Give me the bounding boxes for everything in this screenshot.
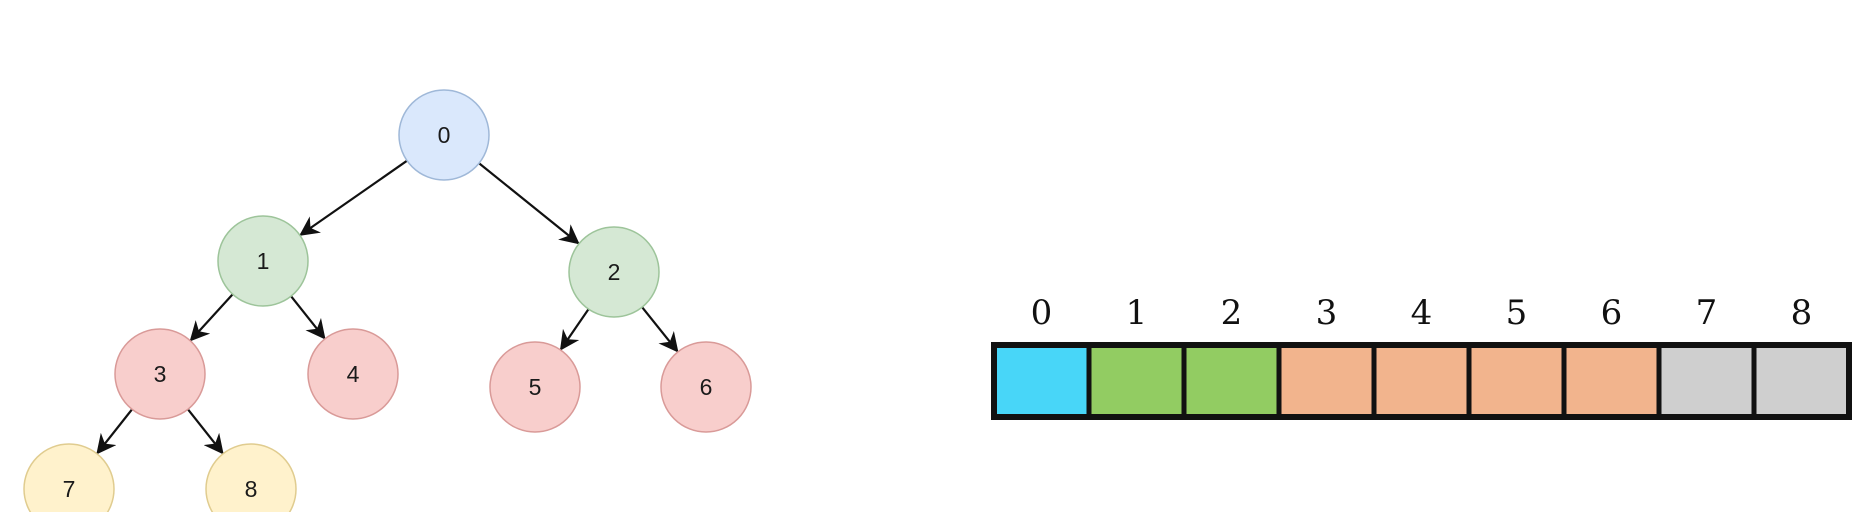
array-cell-0 [991,342,1092,420]
edge-2-5 [559,308,590,351]
tree-node-label: 4 [347,361,360,387]
array-index-label: 3 [1316,293,1338,333]
array-cell-6 [1561,342,1662,420]
array-cell-5 [1466,342,1567,420]
array-cell-2 [1181,342,1282,420]
array-index-label: 0 [1031,293,1053,333]
edge-2-6 [641,306,679,353]
tree-node-circle [568,226,660,318]
edge-0-1 [299,159,408,236]
array-cell-3 [1276,342,1377,420]
edge-3-7 [96,408,133,455]
edge-0-2 [478,162,580,245]
edge-3-8 [187,408,224,455]
tree-node-1: 1 [217,215,309,307]
tree-node-circle [307,328,399,420]
array-index-label: 6 [1601,293,1623,333]
tree-node-label: 7 [63,476,76,502]
tree-node-4: 4 [307,328,399,420]
tree-node-circle [217,215,309,307]
tree-node-label: 2 [608,259,621,285]
array-index-label: 7 [1696,293,1718,333]
tree-node-circle [398,89,490,181]
tree-node-8: 8 [205,443,297,512]
tree-node-0: 0 [398,89,490,181]
tree-node-circle [489,341,581,433]
array-index-label: 4 [1411,293,1433,333]
array-cell-1 [1086,342,1187,420]
tree-node-label: 3 [154,361,167,387]
tree-node-label: 6 [700,374,713,400]
tree-node-label: 1 [257,248,270,274]
array-cell-8 [1751,342,1852,420]
array-cell-7 [1656,342,1757,420]
tree-node-3: 3 [114,328,206,420]
edge-1-3 [189,293,234,342]
tree-edges [96,159,679,455]
tree-node-label: 5 [529,374,542,400]
binary-tree: 0 1 2 3 4 5 6 7 8 [23,89,752,512]
edge-1-4 [290,295,326,340]
tree-node-5: 5 [489,341,581,433]
tree-node-label: 0 [438,122,451,148]
heap-array: 0 1 2 3 4 5 6 7 8 [991,293,1852,420]
array-cell-4 [1371,342,1472,420]
tree-node-circle [660,341,752,433]
tree-node-circle [205,443,297,512]
array-index-label: 5 [1506,293,1528,333]
tree-node-circle [114,328,206,420]
tree-node-6: 6 [660,341,752,433]
array-index-label: 1 [1126,293,1148,333]
tree-node-label: 8 [245,476,258,502]
tree-node-circle [23,443,115,512]
array-index-label: 8 [1791,293,1813,333]
array-index-label: 2 [1221,293,1243,333]
tree-node-7: 7 [23,443,115,512]
array-outline [991,342,1852,420]
tree-node-2: 2 [568,226,660,318]
